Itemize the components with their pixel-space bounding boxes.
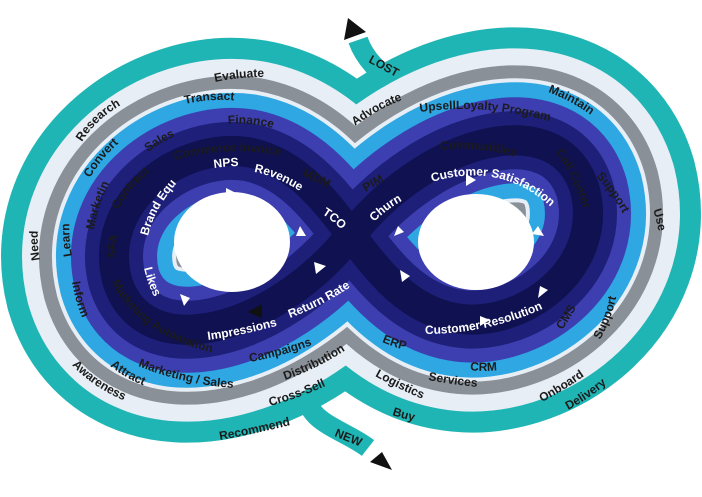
flow-arrows <box>178 174 548 326</box>
label-sfa: SFA <box>105 233 120 258</box>
arrow-icon <box>248 304 262 318</box>
label-buy: Buy <box>391 405 417 425</box>
arrow-icon <box>480 316 490 326</box>
label-nps: NPS <box>213 155 239 171</box>
arrow-icon <box>314 262 326 274</box>
right-hole <box>418 194 534 290</box>
label-evaluate: Evaluate <box>213 66 265 85</box>
label-crm: CRM <box>470 359 498 374</box>
label-transact: Transact <box>183 89 235 107</box>
label-learn: Learn <box>58 223 75 257</box>
new-arrow-icon <box>370 452 392 470</box>
left-hole <box>174 192 290 292</box>
label-need: Need <box>27 230 43 261</box>
arrow-icon <box>296 226 306 236</box>
lost-arrow-icon <box>344 18 366 40</box>
arrow-icon <box>538 286 548 298</box>
arrow-icon <box>466 174 476 186</box>
arrow-icon <box>180 294 190 306</box>
arrow-icon <box>532 226 544 236</box>
arrow-icon <box>394 226 404 236</box>
arrow-icon <box>226 188 236 198</box>
arrow-icon <box>178 220 188 232</box>
label-use: Use <box>650 207 669 232</box>
label-finance: Finance <box>227 113 275 131</box>
arrow-icon <box>400 270 410 282</box>
